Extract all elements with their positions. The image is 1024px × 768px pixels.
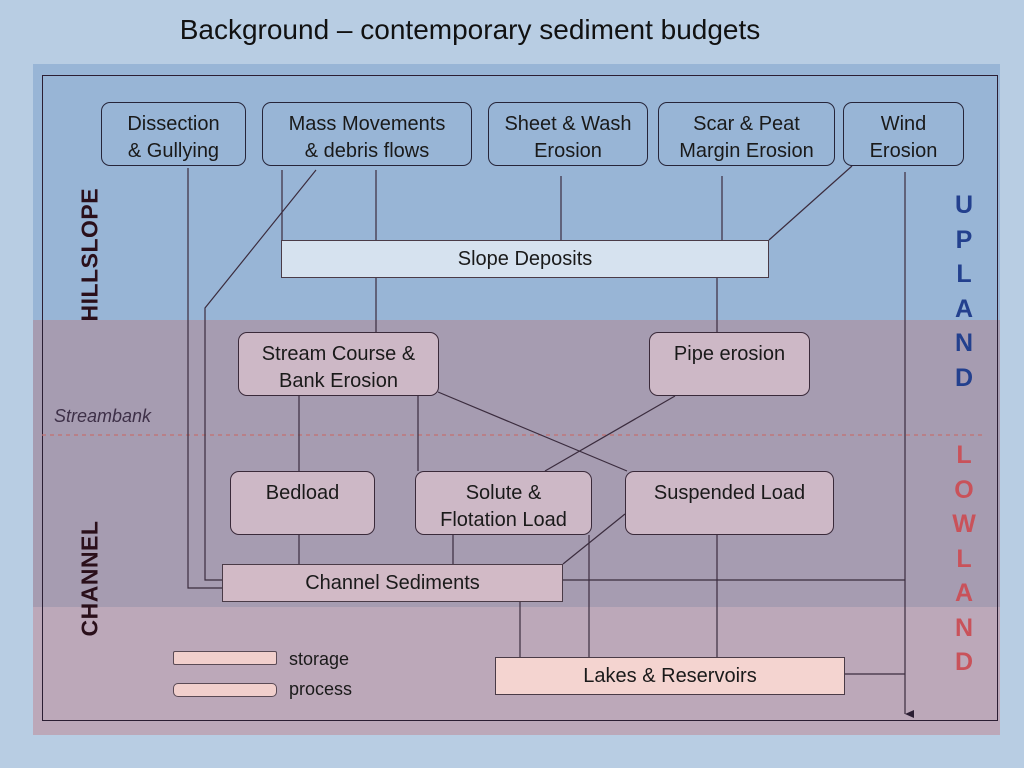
legend-process-swatch — [173, 683, 277, 697]
process-pipe-erosion: Pipe erosion — [649, 332, 810, 396]
diagram-frame — [42, 75, 998, 721]
channel-label: CHANNEL — [76, 520, 103, 637]
process-dissection-gullying: Dissection & Gullying — [101, 102, 246, 166]
streambank-label: Streambank — [54, 406, 152, 426]
process-bedload: Bedload — [230, 471, 375, 535]
storage-channel-sediments: Channel Sediments — [222, 564, 563, 602]
storage-lakes-reservoirs: Lakes & Reservoirs — [495, 657, 845, 695]
link-dissection-to-channel-sediments — [187, 168, 222, 589]
process-suspended-load: Suspended Load — [625, 471, 834, 535]
link-pipe-to-solute — [544, 395, 676, 472]
storage-slope-deposits: Slope Deposits — [281, 240, 769, 278]
process-wind-erosion: Wind Erosion — [843, 102, 964, 166]
legend-storage-swatch — [173, 651, 277, 665]
link-stream-course-to-suspended — [437, 391, 628, 472]
page-title: Background – contemporary sediment budge… — [179, 14, 761, 45]
legend-process-label: process — [289, 679, 353, 699]
link-mass-movements-to-channel-sediments — [204, 169, 317, 581]
process-sheet-wash-erosion: Sheet & Wash Erosion — [488, 102, 648, 166]
process-scar-peat-erosion: Scar & Peat Margin Erosion — [658, 102, 835, 166]
legend-storage-label: storage — [289, 649, 350, 669]
process-stream-course-bank-erosion: Stream Course & Bank Erosion — [238, 332, 439, 396]
process-solute-flotation-load: Solute & Flotation Load — [415, 471, 592, 535]
hillslope-label: HILLSLOPE — [76, 187, 103, 322]
link-suspended-to-channel-sediments — [562, 513, 626, 565]
channel-zone — [33, 320, 1000, 607]
link-wind-to-slope — [768, 165, 853, 241]
process-mass-movements: Mass Movements & debris flows — [262, 102, 472, 166]
